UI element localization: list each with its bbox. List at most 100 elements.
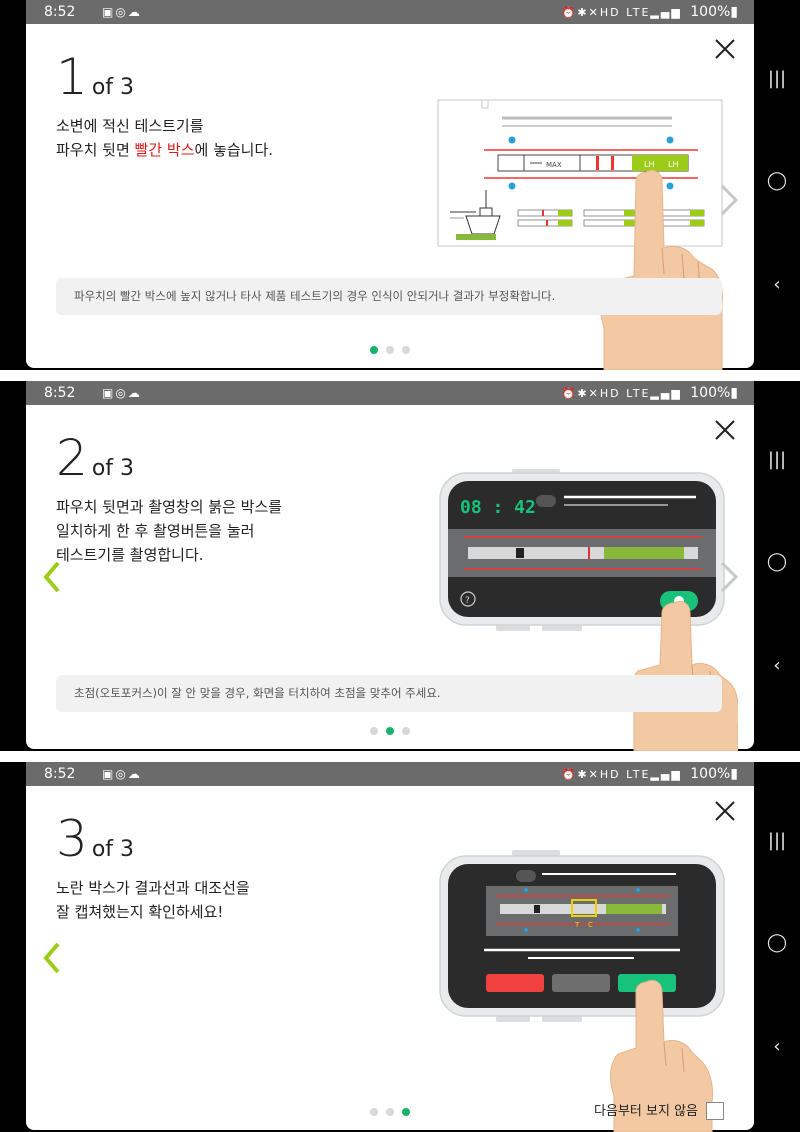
home-icon[interactable]: ◯	[766, 932, 788, 953]
mute-icon: ✕	[588, 387, 600, 400]
pointing-hand-icon	[610, 979, 713, 1132]
lte-icon: LTE	[626, 387, 651, 400]
close-icon[interactable]	[712, 417, 738, 443]
phone-result-illustration: T C	[439, 850, 725, 1132]
status-system-icons: ⏰✱✕HD LTE▂▄▆	[562, 387, 682, 400]
lte-icon: LTE	[626, 6, 651, 19]
camera-time-display: 08 : 42	[460, 497, 536, 518]
recent-apps-icon[interactable]: |||	[767, 68, 787, 89]
gallery-icon: ▣	[102, 386, 116, 400]
back-icon[interactable]: ‹	[773, 1036, 781, 1057]
lte-icon: LTE	[626, 768, 651, 781]
step-total: of 3	[91, 456, 135, 481]
page-indicator	[370, 339, 418, 358]
battery-icon: ▮	[730, 4, 738, 20]
battery-percent: 100%	[690, 385, 731, 401]
instagram-icon: ◎	[115, 5, 128, 19]
instagram-icon: ◎	[115, 386, 128, 400]
step-total: of 3	[91, 837, 135, 862]
cloud-icon: ☁	[127, 5, 142, 19]
status-bar: 8:52 ▣◎☁ ⏰✱✕HD LTE▂▄▆ 100%▮	[26, 0, 754, 24]
dont-show-again-checkbox[interactable]	[706, 1102, 724, 1120]
prev-arrow-icon[interactable]	[40, 938, 64, 978]
step-number: 3	[56, 810, 88, 868]
status-bar: 8:52 ▣◎☁ ⏰✱✕HD LTE▂▄▆ 100%▮	[26, 762, 754, 786]
instagram-icon: ◎	[115, 767, 128, 781]
page-indicator	[370, 720, 418, 739]
recent-apps-icon[interactable]: |||	[767, 830, 787, 851]
red-box-highlight: 빨간 박스	[134, 141, 195, 159]
android-nav-bar: ||| ◯ ‹	[754, 381, 800, 751]
description-line: 일치하게 한 후 촬영버튼을 눌러	[56, 522, 255, 540]
cloud-icon: ☁	[127, 386, 142, 400]
description-line: 파우치 뒷면 빨간 박스에 놓습니다.	[56, 141, 274, 159]
home-icon[interactable]: ◯	[766, 170, 788, 191]
next-arrow-icon[interactable]	[716, 180, 740, 220]
page-dot	[402, 346, 410, 354]
retake-button[interactable]	[486, 974, 544, 992]
strip-lh-label: LH	[644, 160, 654, 169]
gallery-icon: ▣	[102, 5, 116, 19]
bluetooth-icon: ✱	[577, 387, 589, 400]
battery-percent: 100%	[690, 4, 731, 20]
dont-show-again-option[interactable]: 다음부터 보지 않음	[594, 1100, 724, 1120]
home-icon[interactable]: ◯	[766, 551, 788, 572]
status-time: 8:52	[44, 4, 76, 20]
description-line: 노란 박스가 결과선과 대조선을	[56, 879, 250, 897]
cloud-icon: ☁	[127, 767, 142, 781]
neutral-button[interactable]	[552, 974, 610, 992]
step-number: 2	[56, 429, 88, 487]
back-icon[interactable]: ‹	[773, 274, 781, 295]
page-dot	[402, 727, 410, 735]
signal-icon: ▂▄▆	[650, 6, 682, 19]
next-arrow-icon[interactable]	[716, 557, 740, 597]
android-nav-bar: ||| ◯ ‹	[754, 762, 800, 1132]
mute-icon: ✕	[588, 6, 600, 19]
page-indicator	[370, 1101, 418, 1120]
page-dot	[370, 727, 378, 735]
gallery-icon: ▣	[102, 767, 116, 781]
android-nav-bar: ||| ◯ ‹	[754, 0, 800, 370]
alarm-icon: ⏰	[561, 6, 578, 19]
hd-icon: HD	[599, 6, 621, 19]
status-bar: 8:52 ▣◎☁ ⏰✱✕HD LTE▂▄▆ 100%▮	[26, 381, 754, 405]
info-note: 파우치의 빨간 박스에 높지 않거나 타사 제품 테스트기의 경우 인식이 안되…	[56, 278, 722, 315]
status-right: ⏰✱✕HD LTE▂▄▆ 100%▮	[562, 762, 738, 787]
page-dot-active	[386, 727, 394, 735]
bluetooth-icon: ✱	[577, 6, 589, 19]
hd-icon: HD	[599, 387, 621, 400]
recent-apps-icon[interactable]: |||	[767, 449, 787, 470]
back-icon[interactable]: ‹	[773, 655, 781, 676]
help-icon: ?	[465, 596, 470, 606]
close-icon[interactable]	[712, 798, 738, 824]
bluetooth-icon: ✱	[577, 768, 589, 781]
phone-camera-illustration: 08 : 42 ?	[439, 469, 738, 751]
battery-percent: 100%	[690, 766, 731, 782]
step-description: 파우치 뒷면과 촬영창의 붉은 박스를 일치하게 한 후 촬영버튼을 눌러 테스…	[56, 495, 282, 567]
close-icon[interactable]	[712, 36, 738, 62]
page-dot-active	[370, 346, 378, 354]
battery-icon: ▮	[730, 766, 738, 782]
status-time: 8:52	[44, 766, 76, 782]
info-note: 초점(오토포커스)이 잘 안 맞을 경우, 화면을 터치하여 초점을 맞추어 주…	[56, 675, 722, 712]
page-dot	[370, 1108, 378, 1116]
dont-show-again-label: 다음부터 보지 않음	[594, 1103, 698, 1119]
description-line: 테스트기를 촬영합니다.	[56, 546, 204, 564]
strip-lh-label-2: LH	[668, 160, 678, 169]
description-line: 파우치 뒷면과 촬영창의 붉은 박스를	[56, 498, 283, 516]
mute-icon: ✕	[588, 768, 600, 781]
signal-icon: ▂▄▆	[650, 768, 682, 781]
page-dot	[386, 1108, 394, 1116]
status-right: ⏰✱✕HD LTE▂▄▆ 100%▮	[562, 381, 738, 406]
page-dot-active	[402, 1108, 410, 1116]
step-number: 1	[56, 48, 88, 106]
status-app-icons: ▣◎☁	[102, 762, 142, 786]
prev-arrow-icon[interactable]	[40, 557, 64, 597]
